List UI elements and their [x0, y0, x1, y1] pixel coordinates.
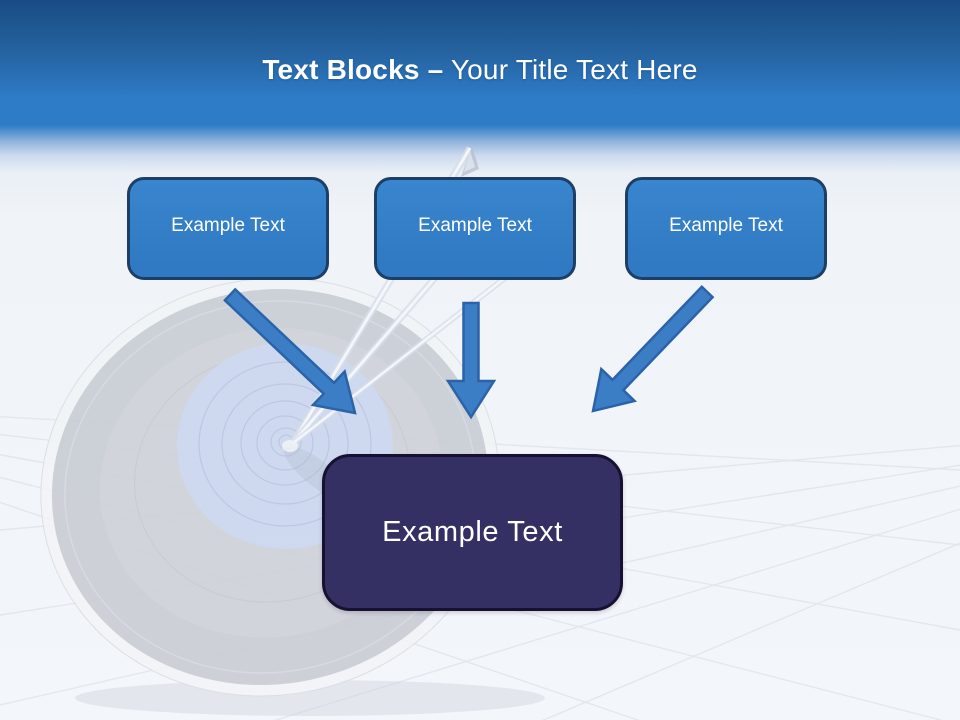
- result-block: Example Text: [322, 454, 623, 611]
- text-block-2: Example Text: [374, 177, 576, 280]
- text-block-3-label: Example Text: [669, 215, 783, 236]
- text-block-1: Example Text: [127, 177, 329, 280]
- slide-title-bold: Text Blocks –: [262, 54, 444, 85]
- text-block-3: Example Text: [625, 177, 827, 280]
- text-block-1-label: Example Text: [171, 215, 285, 236]
- slide-title: Text Blocks – Your Title Text Here: [0, 54, 960, 86]
- arrow-down-icon: [445, 301, 497, 420]
- connector-arrows: [223, 284, 715, 420]
- arrow-down-left-icon: [591, 284, 715, 413]
- text-block-2-label: Example Text: [418, 215, 532, 236]
- slide-title-rest: Your Title Text Here: [443, 54, 698, 85]
- result-block-label: Example Text: [382, 516, 563, 548]
- arrow-down-right-icon: [223, 287, 357, 415]
